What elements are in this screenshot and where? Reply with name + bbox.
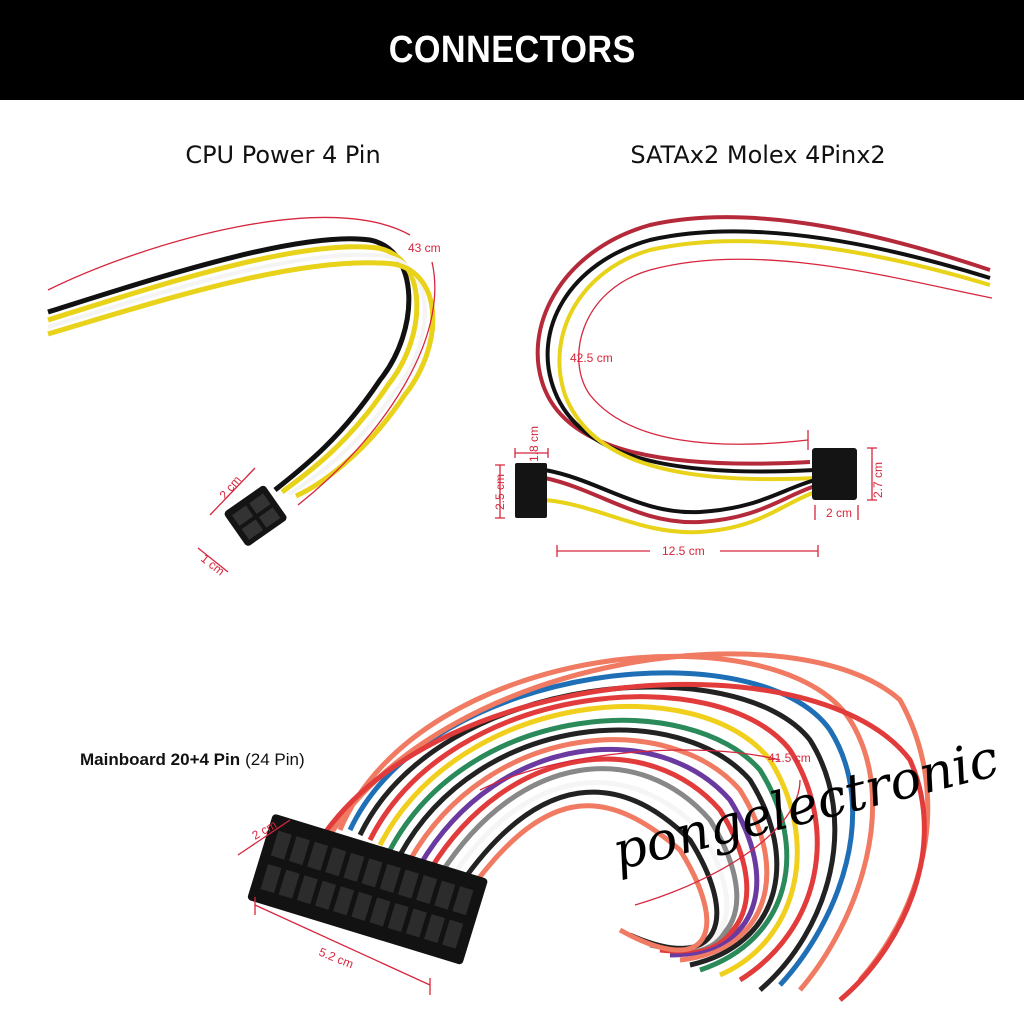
mainboard-24pin-connector bbox=[247, 814, 488, 965]
sata-dimensions: 42.5 cm 1.8 cm 2.5 cm 2.7 cm 2 cm 12.5 c… bbox=[493, 258, 993, 558]
cpu-depth-label: 1 cm bbox=[198, 551, 227, 578]
molex-width-label: 2 cm bbox=[826, 506, 852, 520]
molex-height-label: 2.7 cm bbox=[871, 462, 885, 498]
sata-connector bbox=[515, 463, 547, 518]
sata-section-title: SATAx2 Molex 4Pinx2 bbox=[630, 141, 885, 169]
mainboard-length-label: 41.5 cm bbox=[768, 751, 811, 765]
cpu-4pin-connector bbox=[224, 485, 287, 546]
cpu-power-cable bbox=[47, 236, 436, 546]
cpu-section-title: CPU Power 4 Pin bbox=[185, 141, 380, 169]
sata-molex-cable bbox=[515, 215, 991, 535]
sata-height-label: 2.5 cm bbox=[493, 474, 507, 510]
sata-length-label: 42.5 cm bbox=[570, 351, 613, 365]
page-title: CONNECTORS bbox=[388, 28, 636, 71]
cpu-width-label: 2 cm bbox=[217, 473, 244, 502]
cpu-length-label: 43 cm bbox=[408, 241, 441, 255]
mainboard-24pin-cable bbox=[317, 651, 931, 1002]
sata-depth-label: 1.8 cm bbox=[527, 426, 541, 462]
sata-span-label: 12.5 cm bbox=[662, 544, 705, 558]
header-banner: CONNECTORS bbox=[0, 0, 1024, 100]
molex-connector bbox=[812, 448, 857, 500]
mainboard-section-title: Mainboard 20+4 Pin(24 Pin) bbox=[80, 750, 305, 769]
